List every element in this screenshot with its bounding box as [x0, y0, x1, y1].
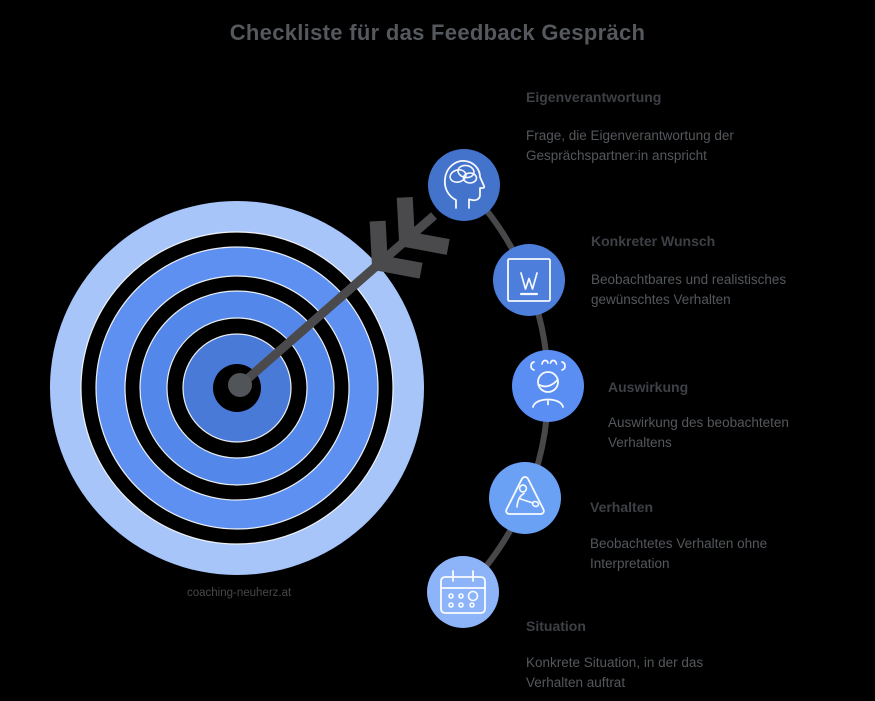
warning-person-icon	[505, 476, 545, 515]
step-label-situation: Situation	[526, 618, 586, 634]
step-description-situation: Konkrete Situation, in der das Verhalten…	[526, 655, 704, 690]
stressed-person-icon	[530, 359, 566, 408]
step-label-eigenverantwortung: Eigenverantwortung	[526, 89, 662, 105]
step-node-eigenverantwortung	[428, 149, 500, 221]
step-node-konkreter-wunsch	[493, 244, 565, 316]
head-brain-icon	[443, 160, 486, 209]
step-description-konkreter-wunsch: Beobachtbares und realistisches gewünsch…	[591, 272, 787, 307]
step-node-verhalten	[489, 462, 561, 534]
step-label-konkreter-wunsch: Konkreter Wunsch	[591, 233, 716, 249]
watermark: coaching-neuherz.at	[187, 587, 292, 599]
step-label-auswirkung: Auswirkung	[608, 379, 689, 395]
step-label-verhalten: Verhalten	[590, 499, 654, 515]
step-description-eigenverantwortung: Frage, die Eigenverantwortung der Gesprä…	[526, 128, 734, 163]
step-node-auswirkung	[512, 350, 584, 422]
calendar-icon	[440, 570, 486, 614]
arrow-impact-dot	[228, 373, 252, 397]
step-description-verhalten: Beobachtetes Verhalten ohne Interpretati…	[590, 536, 768, 571]
page-title: Checkliste für das Feedback Gespräch	[229, 20, 646, 45]
step-node-situation	[427, 556, 499, 628]
arrow-icon	[228, 196, 450, 397]
step-description-auswirkung: Auswirkung des beobachteten Verhaltens	[608, 415, 789, 450]
w-square-icon	[507, 258, 551, 302]
